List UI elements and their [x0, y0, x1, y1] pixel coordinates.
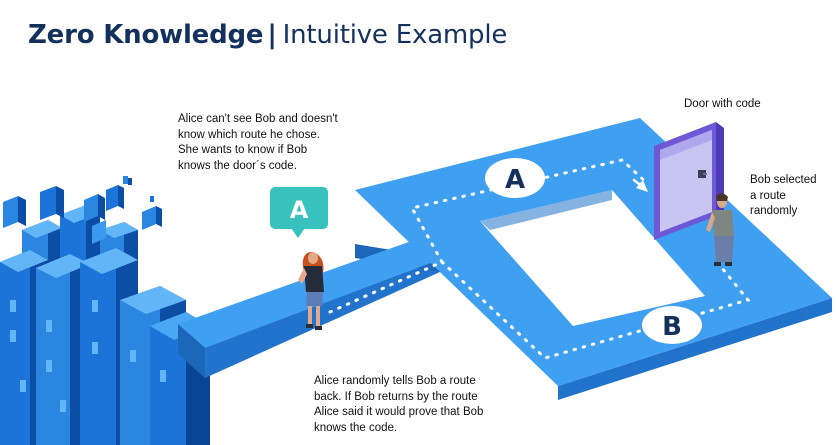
note-bob-line: a route [750, 189, 786, 202]
title-bold: Zero Knowledge [28, 20, 264, 50]
route-entrance [328, 260, 444, 314]
note-alice-intro-line: know which route he chose. [178, 128, 320, 141]
title-separator: | [267, 20, 277, 50]
door-keypad-icon [698, 170, 706, 178]
page-title: Zero Knowledge|Intuitive Example [28, 20, 507, 50]
note-alice-intro: Alice can't see Bob and doesn't know whi… [178, 112, 338, 174]
route-b-label: B [662, 312, 682, 342]
speech-bubble: A [270, 187, 328, 238]
bob-figure [706, 193, 734, 266]
note-bob-line: randomly [750, 205, 798, 217]
note-alice-intro-line: Alice can't see Bob and doesn't [178, 113, 338, 125]
note-alice-challenge-line: back. If Bob returns by the route [314, 390, 478, 403]
note-alice-challenge-line: Alice said it would prove that Bob [314, 406, 484, 418]
route-a-badge: A [485, 158, 545, 198]
door-label: Door with code [684, 98, 761, 110]
speech-bubble-label: A [290, 196, 309, 224]
note-alice-intro-line: She wants to know if Bob [178, 144, 308, 156]
note-door-label: Door with code [684, 97, 761, 113]
door [654, 122, 724, 240]
note-alice-challenge-line: Alice randomly tells Bob a route [314, 375, 476, 387]
note-alice-challenge: Alice randomly tells Bob a route back. I… [314, 374, 483, 436]
route-a [409, 158, 650, 264]
city-illustration [0, 176, 210, 445]
alice-figure [298, 252, 324, 330]
note-bob-line: Bob selected [750, 174, 817, 186]
arrow-head-icon [636, 180, 648, 192]
title-light: Intuitive Example [282, 20, 508, 50]
note-alice-intro-line: knows the door´s code. [178, 159, 297, 172]
route-a-label: A [505, 165, 525, 195]
route-b-badge: B [642, 306, 702, 344]
note-bob-selected: Bob selected a route randomly [750, 173, 817, 220]
note-alice-challenge-line: knows the code. [314, 421, 398, 434]
